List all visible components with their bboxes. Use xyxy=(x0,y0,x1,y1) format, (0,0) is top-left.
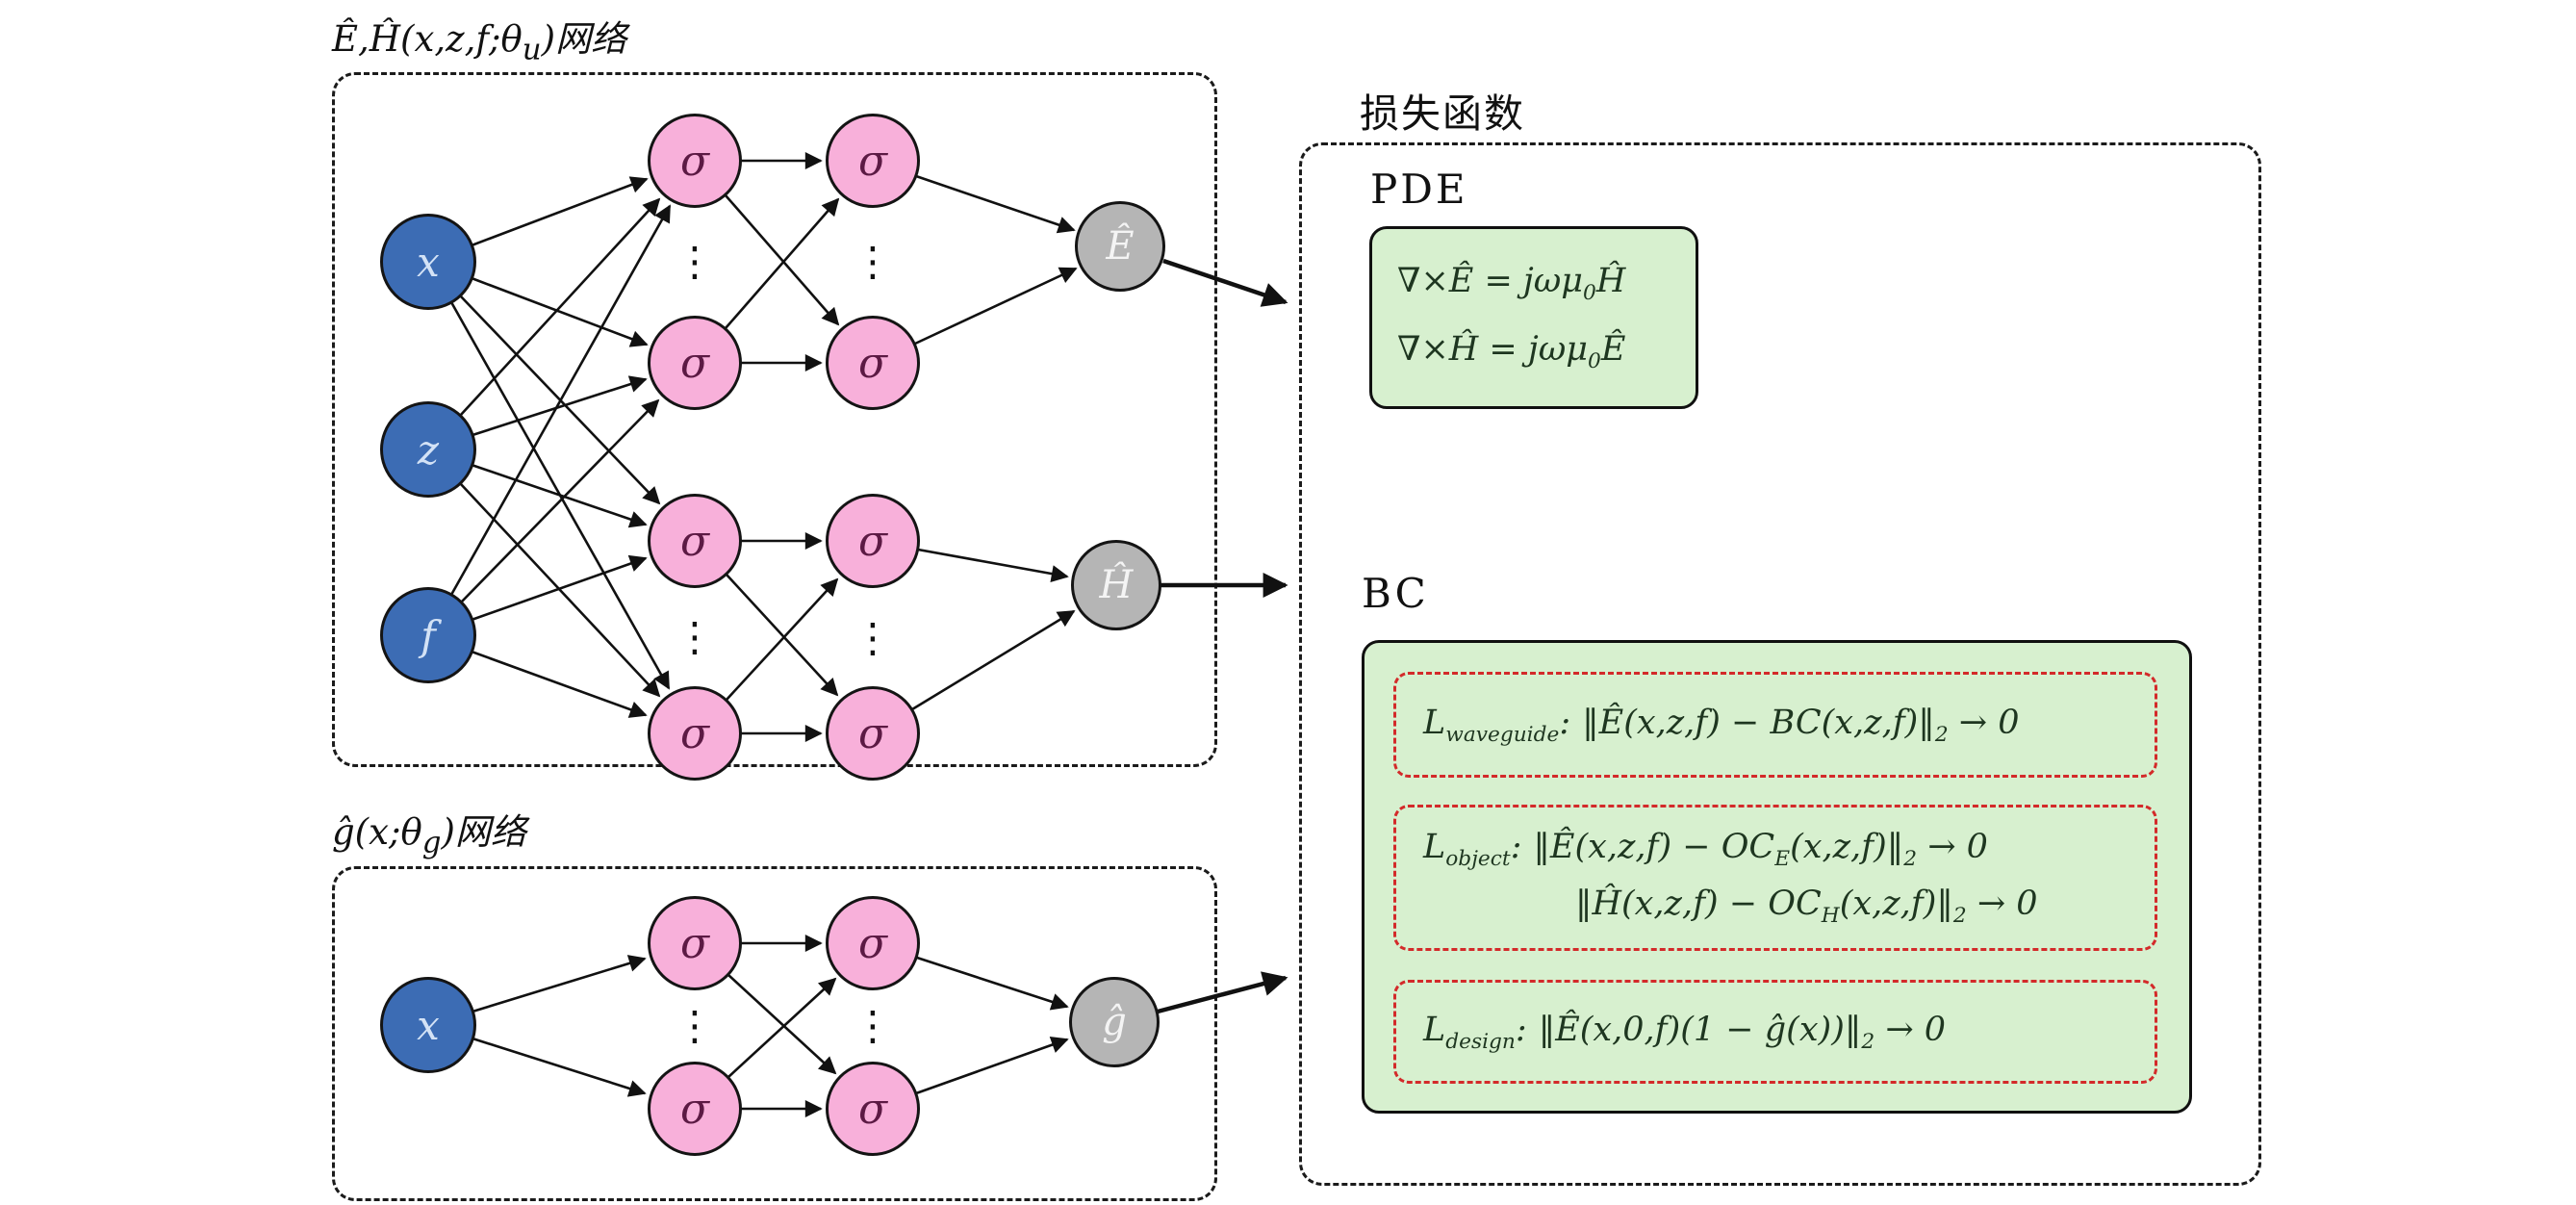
loss-design-name: Ldesign: xyxy=(1423,1010,1527,1054)
loss-design-formula: ‖Ê(x,0,f)(1 − ĝ(x))‖2 → 0 xyxy=(1538,1010,1947,1054)
loss-object-formula-h: ‖Ĥ(x,z,f) − OCH(x,z,f)‖2 → 0 xyxy=(1575,885,2038,928)
net1-input-f: f xyxy=(380,587,476,683)
net2-hidden2-sigma-1: σ xyxy=(826,896,920,990)
loss-waveguide-name: Lwaveguide: xyxy=(1423,703,1571,747)
net1-hidden2-sigma-3: σ xyxy=(826,494,920,588)
net1-hidden1-ellipsis-top: ⋮ xyxy=(675,238,715,285)
loss-object-name: Lobject: xyxy=(1423,828,1522,871)
net2-hidden2-ellipsis: ⋮ xyxy=(853,1002,893,1049)
net1-input-z: z xyxy=(380,401,476,498)
loss-object-formula-e: ‖Ê(x,z,f) − OCE(x,z,f)‖2 → 0 xyxy=(1533,828,1988,871)
net1-hidden1-sigma-3: σ xyxy=(648,494,742,588)
net1-output-E: Ê xyxy=(1075,201,1165,292)
net1-hidden2-sigma-1: σ xyxy=(826,114,920,208)
net2-output-g: ĝ xyxy=(1069,977,1160,1067)
net1-title: Ê,Ĥ(x,z,f;θu)网络 xyxy=(332,18,627,67)
loss-object-box: Lobject: ‖Ê(x,z,f) − OCE(x,z,f)‖2 → 0 ‖Ĥ… xyxy=(1393,805,2157,951)
bc-panel xyxy=(1362,640,2192,1114)
net2-input-x: x xyxy=(380,977,476,1073)
net1-hidden2-sigma-4: σ xyxy=(826,686,920,781)
net2-hidden1-sigma-2: σ xyxy=(648,1062,742,1156)
pde-equation-2: ∇×Ĥ = jωμ0Ê xyxy=(1397,330,1626,373)
net1-boundary-box xyxy=(332,72,1217,767)
loss-boundary-box xyxy=(1299,142,2261,1186)
pde-equations: ∇×Ê = jωμ0Ĥ ∇×Ĥ = jωμ0Ê xyxy=(1397,236,1686,399)
net1-hidden1-sigma-2: σ xyxy=(648,316,742,410)
pde-panel xyxy=(1369,226,1698,409)
net2-boundary-box xyxy=(332,866,1217,1201)
net2-hidden2-sigma-2: σ xyxy=(826,1062,920,1156)
loss-waveguide-box: Lwaveguide: ‖Ê(x,z,f) − BC(x,z,f)‖2 → 0 xyxy=(1393,672,2157,778)
net1-output-H: Ĥ xyxy=(1071,540,1161,630)
net2-title: ĝ(x;θg)网络 xyxy=(332,811,526,860)
net1-hidden1-sigma-4: σ xyxy=(648,686,742,781)
loss-design-box: Ldesign: ‖Ê(x,0,f)(1 − ĝ(x))‖2 → 0 xyxy=(1393,980,2157,1084)
loss-waveguide-formula: ‖Ê(x,z,f) − BC(x,z,f)‖2 → 0 xyxy=(1582,703,2020,747)
net1-hidden2-ellipsis-top: ⋮ xyxy=(853,238,893,285)
net1-hidden1-ellipsis-bottom: ⋮ xyxy=(675,613,715,660)
loss-section-title: 损失函数 xyxy=(1360,90,1525,137)
net1-hidden1-sigma-1: σ xyxy=(648,114,742,208)
net1-input-x: x xyxy=(380,214,476,310)
net1-hidden2-sigma-2: σ xyxy=(826,316,920,410)
bc-label: BC xyxy=(1362,570,1429,617)
net1-hidden2-ellipsis-bottom: ⋮ xyxy=(853,614,893,661)
pde-label: PDE xyxy=(1370,166,1468,213)
pde-equation-1: ∇×Ê = jωμ0Ĥ xyxy=(1397,262,1626,305)
net2-hidden1-ellipsis: ⋮ xyxy=(675,1002,715,1049)
net2-hidden1-sigma-1: σ xyxy=(648,896,742,990)
